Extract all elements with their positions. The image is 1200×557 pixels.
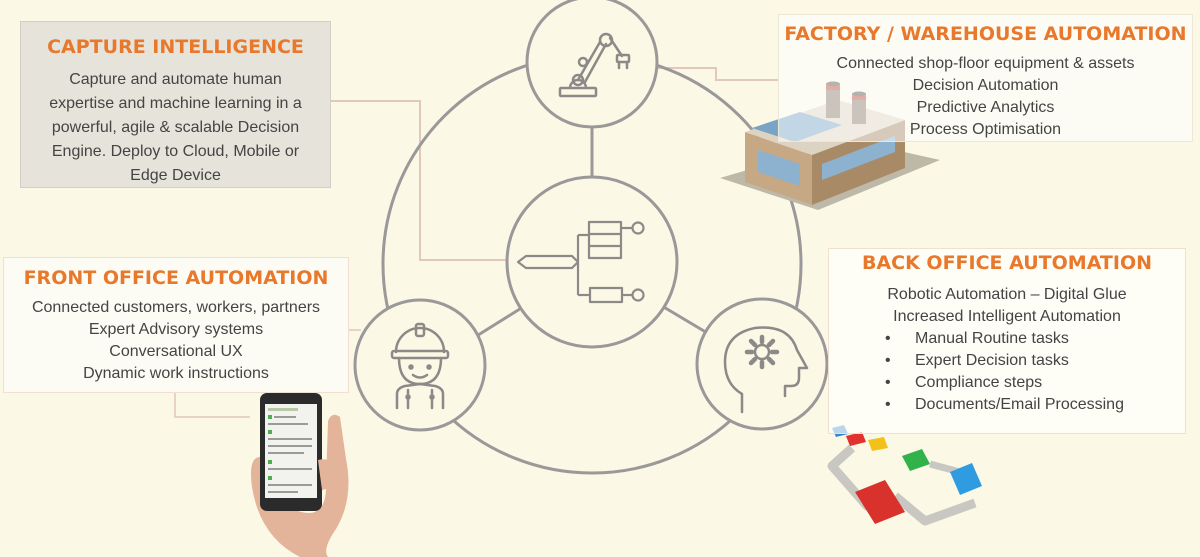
capture-line: Engine. Deploy to Cloud, Mobile or <box>51 143 300 160</box>
back-bullet-text: Documents/Email Processing <box>915 396 1124 413</box>
capture-line: Edge Device <box>130 167 221 184</box>
node-top <box>525 0 659 129</box>
head-gear-icon <box>723 326 809 414</box>
back-bullet-text: Expert Decision tasks <box>915 352 1069 369</box>
back-bullet-text: Manual Routine tasks <box>915 330 1069 347</box>
decision-tree-icon <box>516 220 645 304</box>
factory-line: Predictive Analytics <box>916 99 1055 116</box>
capture-line: powerful, agile & scalable Decision <box>51 119 300 136</box>
front-office-automation-box: FRONT OFFICE AUTOMATION Connected custom… <box>3 257 349 393</box>
factory-automation-body: Connected shop-floor equipment & assets … <box>779 53 1192 141</box>
back-office-automation-box: BACK OFFICE AUTOMATION Robotic Automatio… <box>828 248 1186 434</box>
front-line: Dynamic work instructions <box>83 365 269 382</box>
back-bullet-item: • Manual Routine tasks <box>829 328 1185 350</box>
back-office-automation-title: BACK OFFICE AUTOMATION <box>861 252 1153 274</box>
factory-line: Process Optimisation <box>909 121 1062 138</box>
phone-screen-content <box>268 408 312 493</box>
robot-arm-icon <box>558 32 631 98</box>
back-line: Increased Intelligent Automation <box>893 308 1121 325</box>
front-office-automation-body: Connected customers, workers, partners E… <box>4 297 348 385</box>
hand-phone-illustration <box>251 393 349 557</box>
connector-front <box>174 393 250 418</box>
front-line: Expert Advisory systems <box>88 321 264 338</box>
capture-intelligence-box: CAPTURE INTELLIGENCE Capture and automat… <box>20 21 331 188</box>
worker-helmet-icon <box>390 322 450 410</box>
factory-line: Connected shop-floor equipment & assets <box>836 55 1135 72</box>
bullet-marker: • <box>885 352 891 369</box>
bullet-marker: • <box>885 396 891 413</box>
factory-automation-box: FACTORY / WAREHOUSE AUTOMATION Connected… <box>778 14 1193 142</box>
spoke-left <box>474 305 524 339</box>
capture-line: Capture and automate human <box>69 71 282 88</box>
back-office-bullet-list: • Manual Routine tasks • Expert Decision t… <box>829 328 1185 416</box>
spoke-right <box>661 304 710 336</box>
node-left <box>353 298 487 432</box>
node-center <box>505 175 679 349</box>
bullet-marker: • <box>885 374 891 391</box>
capture-intelligence-title: CAPTURE INTELLIGENCE <box>47 36 304 58</box>
connector-capture <box>331 100 508 261</box>
front-line: Connected customers, workers, partners <box>31 299 321 316</box>
back-bullet-item: • Compliance steps <box>829 372 1185 394</box>
back-bullet-item: • Documents/Email Processing <box>829 394 1185 416</box>
process-flow-illustration <box>827 425 982 526</box>
back-office-automation-body: Robotic Automation – Digital Glue Increa… <box>829 284 1185 416</box>
factory-automation-title: FACTORY / WAREHOUSE AUTOMATION <box>784 23 1187 45</box>
back-bullet-text: Compliance steps <box>915 374 1043 391</box>
front-line: Conversational UX <box>109 343 243 360</box>
back-bullet-item: • Expert Decision tasks <box>829 350 1185 372</box>
capture-line: expertise and machine learning in a <box>49 95 302 112</box>
factory-line: Decision Automation <box>912 77 1059 94</box>
capture-intelligence-body: Capture and automate human expertise and… <box>21 68 330 188</box>
connector-factory <box>656 67 778 81</box>
bullet-marker: • <box>885 330 891 347</box>
back-line: Robotic Automation – Digital Glue <box>887 286 1127 303</box>
front-office-automation-title: FRONT OFFICE AUTOMATION <box>23 267 329 289</box>
